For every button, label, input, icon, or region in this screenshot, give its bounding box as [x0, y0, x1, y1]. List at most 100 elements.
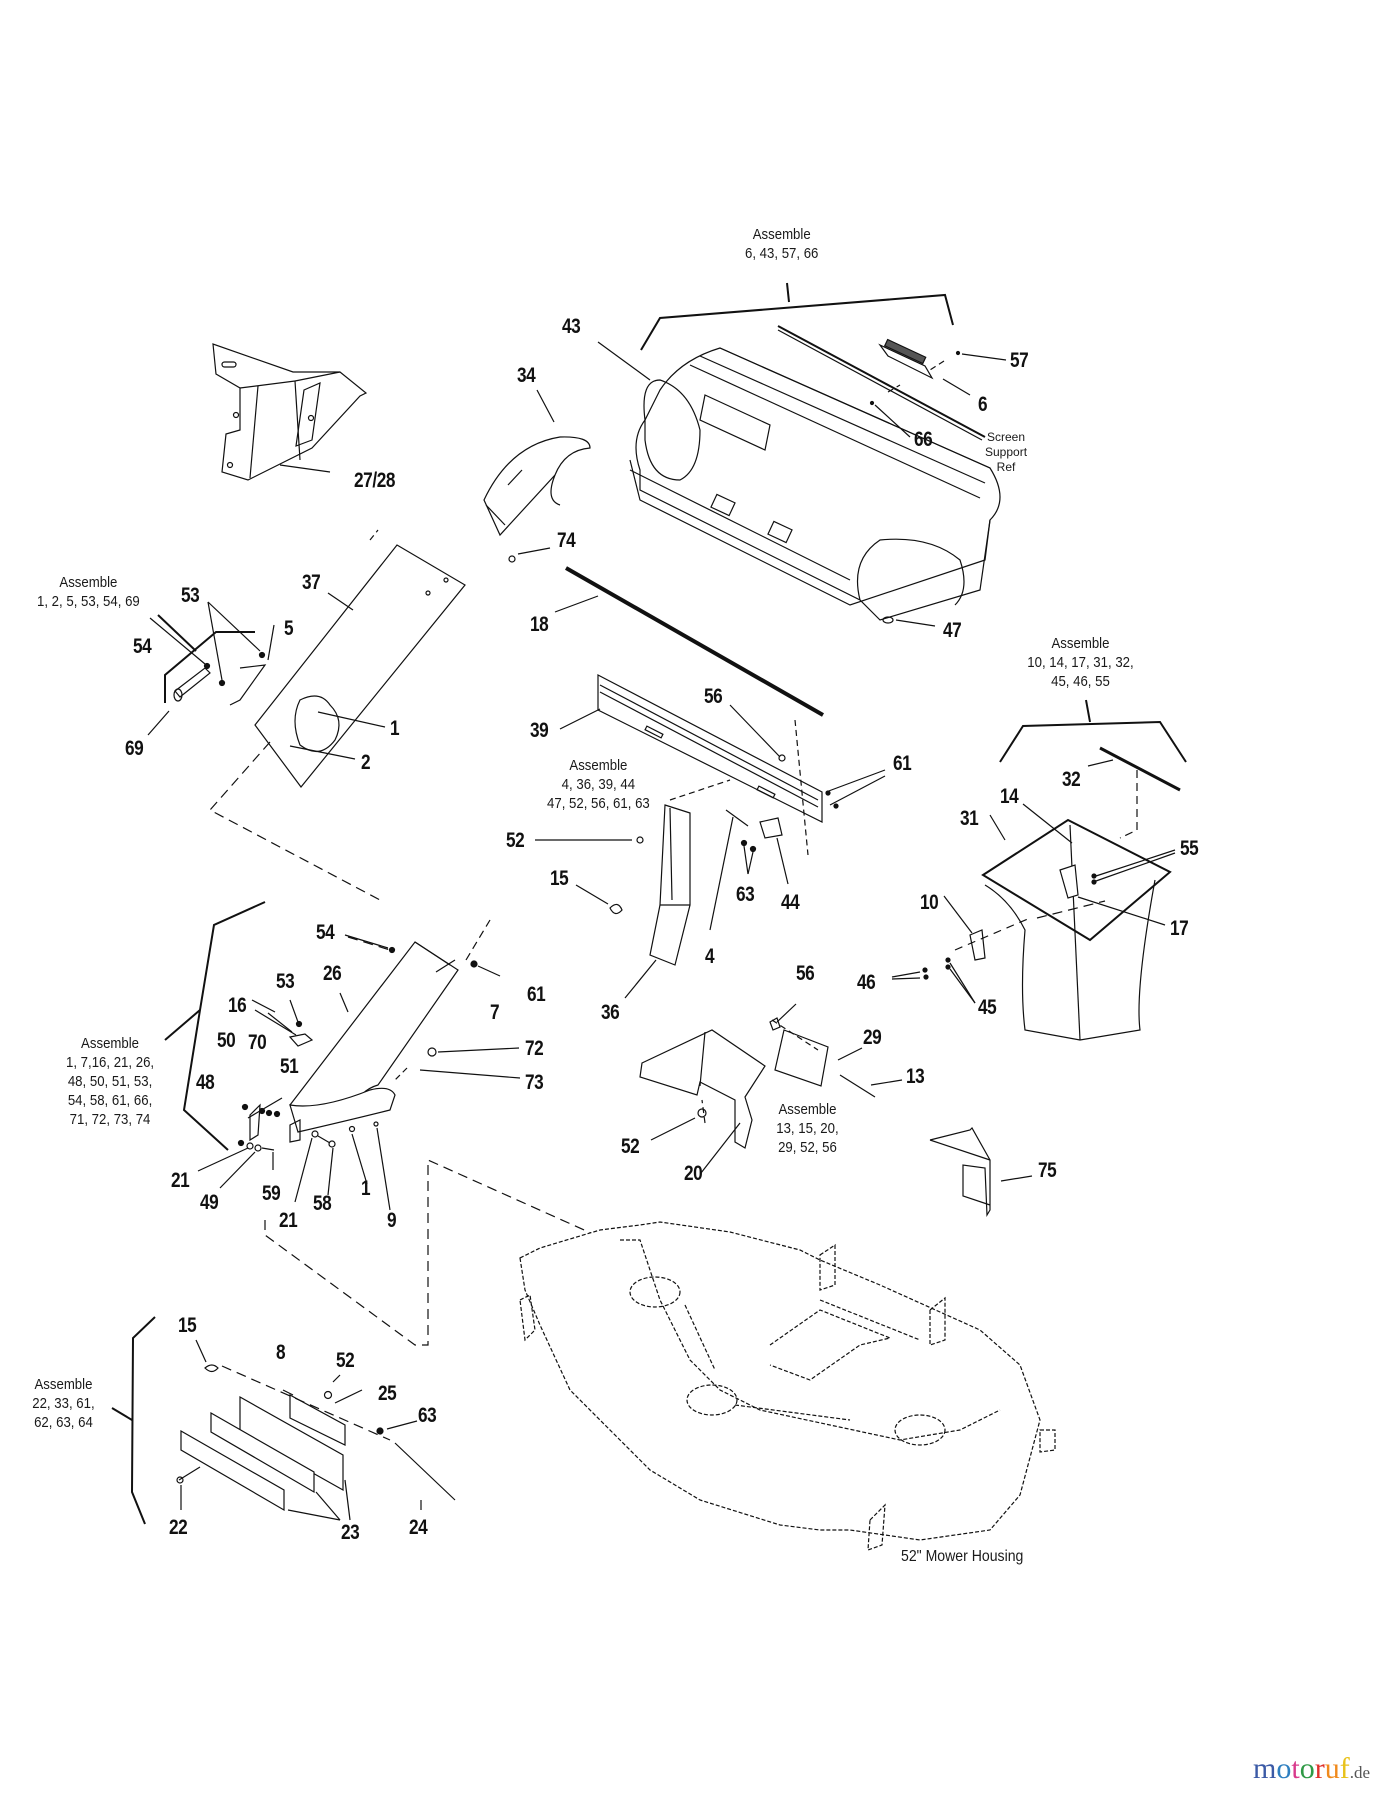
callout-31: 31: [960, 807, 979, 830]
wm-letter: f: [1339, 1752, 1350, 1785]
callout-34: 34: [517, 364, 536, 387]
wm-suffix: .de: [1349, 1763, 1370, 1782]
callout-1b: 1: [361, 1177, 371, 1200]
note-line: Support: [985, 445, 1028, 459]
assembly-heading: Assemble: [81, 1035, 140, 1052]
assembly-bracket-bag: [1000, 722, 1186, 762]
callout-15b: 15: [178, 1314, 197, 1337]
callout-55: 55: [1180, 837, 1199, 860]
callout-21b: 21: [279, 1209, 298, 1232]
part-47-pin: [883, 617, 935, 626]
callout-6: 6: [978, 393, 988, 416]
callout-51: 51: [280, 1055, 299, 1078]
part-36-bracket: [535, 780, 788, 998]
callout-56b: 56: [796, 962, 815, 985]
assembly-heading: Assemble: [752, 226, 811, 243]
callout-15: 15: [550, 867, 569, 890]
assembly-bracket-lower: [165, 632, 255, 703]
assembly-items: 1, 2, 5, 53, 54, 69: [37, 593, 140, 610]
callout-66: 66: [914, 428, 933, 451]
note-line: Screen: [987, 430, 1026, 444]
callout-14: 14: [1000, 785, 1019, 808]
assembly-items: 6, 43, 57, 66: [745, 245, 819, 262]
wm-letter: r: [1314, 1752, 1325, 1785]
part-mower-housing: [520, 1222, 1055, 1550]
assembly-items-line: 22, 33, 61,: [32, 1395, 95, 1412]
callout-17: 17: [1170, 917, 1189, 940]
callout-36: 36: [601, 1001, 620, 1024]
part-27-28-bracket: [213, 344, 366, 480]
assembly-items-line: 71, 72, 73, 74: [69, 1111, 151, 1128]
assembly-items-line: 29, 52, 56: [778, 1139, 837, 1156]
assembly-items-line: 10, 14, 17, 31, 32,: [1027, 654, 1134, 671]
assembly-label-lower-bracket: Assemble 1, 2, 5, 53, 54, 69: [37, 573, 140, 611]
callout-32: 32: [1062, 768, 1081, 791]
callout-63b: 63: [418, 1404, 437, 1427]
callout-73: 73: [525, 1071, 544, 1094]
callout-54b: 54: [316, 921, 335, 944]
part-34-chute-elbow: [484, 390, 590, 562]
callout-49: 49: [200, 1191, 219, 1214]
callout-1: 1: [390, 717, 400, 740]
assembly-label-mount-bracket: Assemble 13, 15, 20, 29, 52, 56: [776, 1100, 838, 1157]
assembly-items-line: 4, 36, 39, 44: [561, 776, 636, 793]
callout-22: 22: [169, 1516, 188, 1539]
part-bag-frame: [892, 700, 1186, 1040]
callout-18: 18: [530, 613, 549, 636]
screen-support-note: Screen Support Ref: [985, 430, 1027, 475]
callout-23: 23: [341, 1521, 360, 1544]
callout-13: 13: [906, 1065, 925, 1088]
assembly-items-line: 48, 50, 51, 53,: [67, 1073, 153, 1090]
assembly-items-line: 62, 63, 64: [34, 1414, 93, 1431]
assembly-label-bag-frame: Assemble 10, 14, 17, 31, 32, 45, 46, 55: [1027, 634, 1133, 691]
wm-letter: o: [1276, 1752, 1292, 1785]
callout-57: 57: [1010, 349, 1029, 372]
callout-72: 72: [525, 1037, 544, 1060]
wm-letter: u: [1324, 1752, 1340, 1785]
callout-46: 46: [857, 971, 876, 994]
part-weight-kit: [112, 1317, 455, 1524]
assembly-bracket-weight: [132, 1317, 155, 1524]
part-37-chute-tube: [255, 530, 465, 787]
assembly-items-line: 47, 52, 56, 61, 63: [547, 795, 650, 812]
assembly-items-line: 45, 46, 55: [1051, 673, 1110, 690]
assembly-items-line: 1, 7,16, 21, 26,: [66, 1054, 155, 1071]
callout-52: 52: [506, 829, 525, 852]
part-18-rod: [566, 568, 823, 715]
leader-43: [598, 342, 650, 380]
wm-letter: o: [1299, 1752, 1315, 1785]
callout-69: 69: [125, 737, 144, 760]
part-75-deflector: [930, 1128, 1032, 1215]
callout-26: 26: [323, 962, 342, 985]
callout-58: 58: [313, 1192, 332, 1215]
callout-24: 24: [409, 1516, 428, 1539]
callout-4: 4: [705, 945, 715, 968]
callout-53b: 53: [276, 970, 295, 993]
callout-50: 50: [217, 1029, 236, 1052]
callout-63: 63: [736, 883, 755, 906]
callout-16: 16: [228, 994, 247, 1017]
assembly-label-weight-kit: Assemble 22, 33, 61, 62, 63, 64: [32, 1375, 94, 1432]
callout-39: 39: [530, 719, 549, 742]
assembly-label-bag-cover: Assemble 6, 43, 57, 66: [745, 225, 818, 263]
part-lower-bracket: [148, 602, 385, 900]
callout-20: 20: [684, 1162, 703, 1185]
callout-54: 54: [133, 635, 152, 658]
part-20-29-mount-bracket: [640, 1004, 902, 1173]
assembly-items-line: 54, 58, 61, 66,: [67, 1092, 153, 1109]
callout-70: 70: [248, 1031, 267, 1054]
callout-29: 29: [863, 1026, 882, 1049]
callout-9: 9: [387, 1209, 397, 1232]
callout-44: 44: [781, 891, 800, 914]
assembly-label-chute: Assemble 1, 7,16, 21, 26, 48, 50, 51, 53…: [66, 1034, 154, 1129]
part-26-chute: [165, 902, 520, 1210]
assembly-items-line: 13, 15, 20,: [776, 1120, 839, 1137]
part-39-support-bar: [560, 675, 885, 855]
callout-37: 37: [302, 571, 321, 594]
wm-letter: t: [1291, 1752, 1300, 1785]
callout-52b: 52: [621, 1135, 640, 1158]
callout-27-28: 27/28: [354, 469, 396, 492]
callout-25: 25: [378, 1382, 397, 1405]
wm-letter: m: [1253, 1752, 1277, 1785]
mower-housing-caption: 52" Mower Housing: [901, 1548, 1024, 1565]
